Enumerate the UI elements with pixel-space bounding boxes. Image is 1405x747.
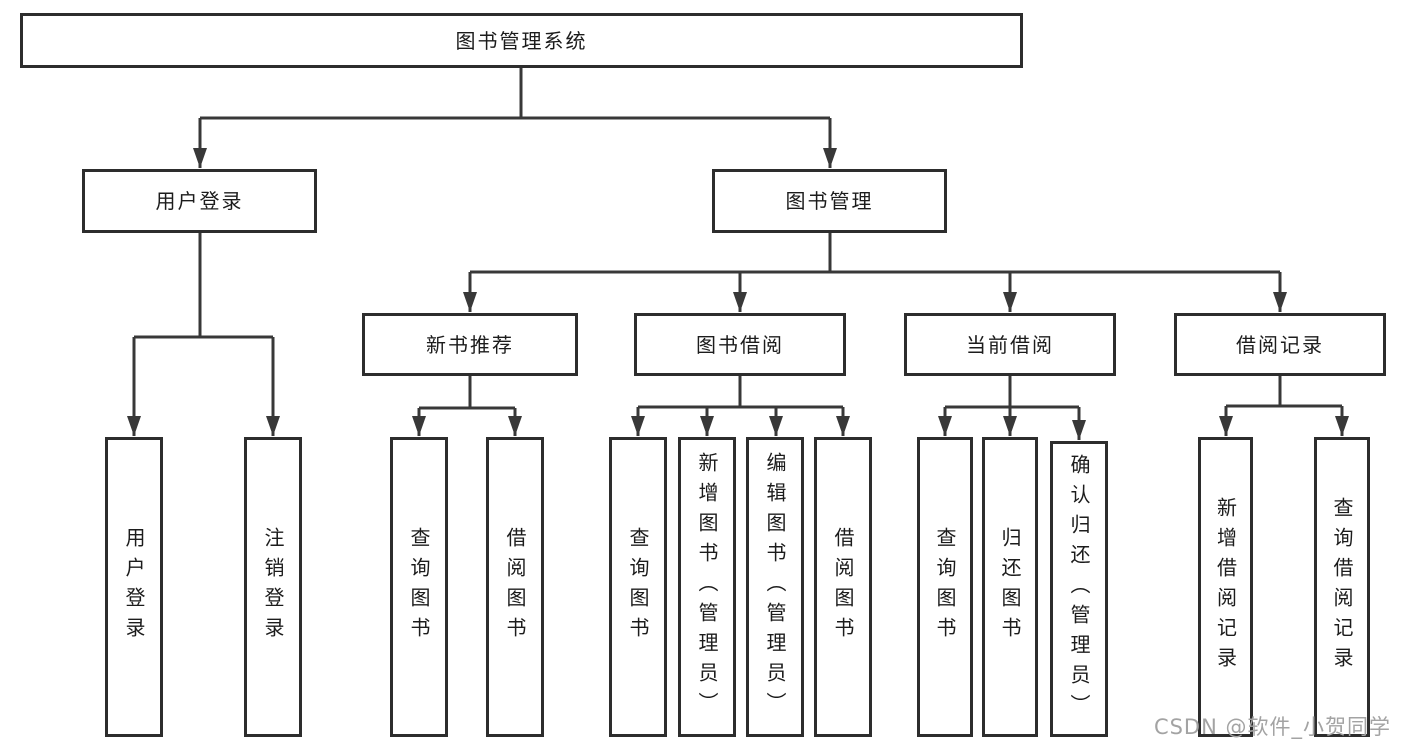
leaf-edit-books-admin: 编辑图书（管理员）	[746, 437, 804, 737]
leaf-return-books: 归还图书	[982, 437, 1038, 737]
leaf-query-borrow-record: 查询借阅记录	[1314, 437, 1370, 737]
leaf-borrow-books-2: 借阅图书	[814, 437, 872, 737]
leaf-add-books-admin: 新增图书（管理员）	[678, 437, 736, 737]
leaf-query-books-2: 查询图书	[609, 437, 667, 737]
leaf-query-books-3: 查询图书	[917, 437, 973, 737]
node-root: 图书管理系统	[20, 13, 1023, 68]
leaf-query-books-1: 查询图书	[390, 437, 448, 737]
node-current-borrow: 当前借阅	[904, 313, 1116, 376]
leaf-borrow-books-1: 借阅图书	[486, 437, 544, 737]
node-user-login: 用户登录	[82, 169, 317, 233]
node-borrow-records: 借阅记录	[1174, 313, 1386, 376]
leaf-add-borrow-record: 新增借阅记录	[1198, 437, 1253, 737]
leaf-user-login: 用户登录	[105, 437, 163, 737]
node-book-borrow: 图书借阅	[634, 313, 846, 376]
node-book-management: 图书管理	[712, 169, 947, 233]
leaf-confirm-return-admin: 确认归还（管理员）	[1050, 441, 1108, 737]
node-new-book-recommend: 新书推荐	[362, 313, 578, 376]
leaf-logout: 注销登录	[244, 437, 302, 737]
